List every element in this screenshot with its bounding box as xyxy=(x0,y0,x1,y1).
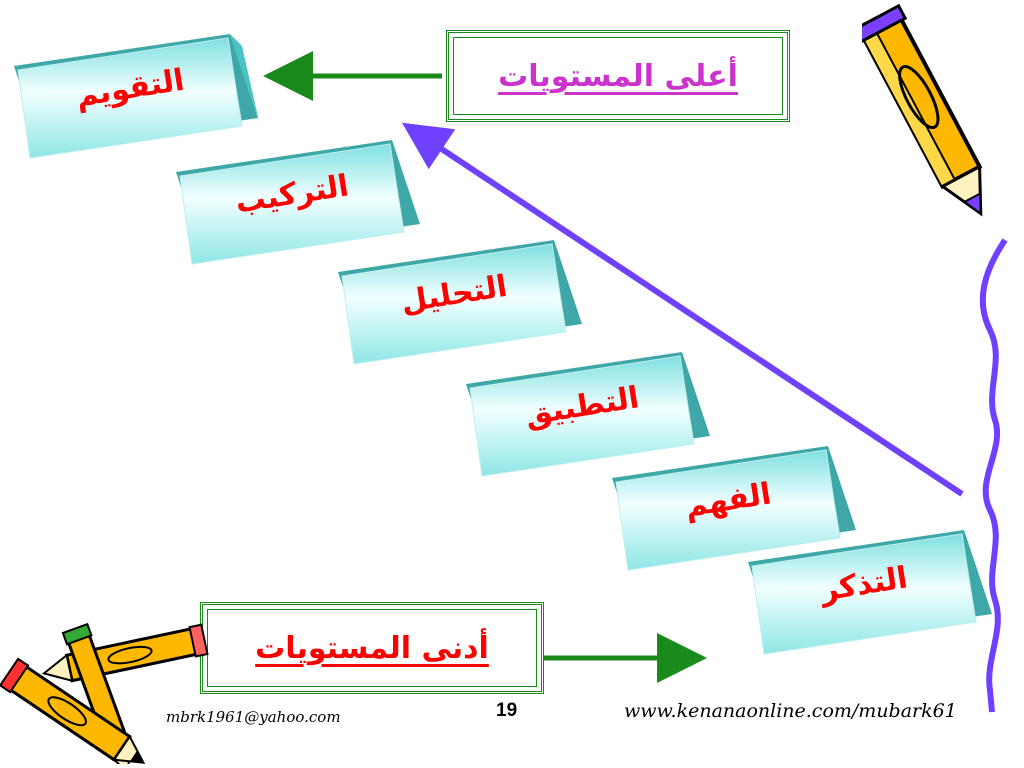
block-shape xyxy=(612,446,856,571)
wavy-line xyxy=(979,238,1008,713)
page-number: 19 xyxy=(496,700,518,721)
step-block-application: التطبيق xyxy=(466,352,714,477)
bottom-level-label: أدنى المستويات xyxy=(255,630,489,666)
step-block-comprehension: الفهم xyxy=(612,446,860,571)
block-shape xyxy=(466,352,710,477)
block-shape xyxy=(176,140,420,265)
block-shape xyxy=(338,240,582,365)
footer-website: www.kenanaonline.com/mubark61 xyxy=(624,700,957,722)
ascending-arrow xyxy=(401,122,964,497)
top-level-box-inner-border xyxy=(453,37,783,115)
block-shape xyxy=(748,530,992,655)
bottom-level-box-inner-border xyxy=(207,609,537,687)
step-block-remembering: التذكر xyxy=(748,530,996,655)
footer-email: mbrk1961@yahoo.com xyxy=(166,708,341,726)
pencils-cluster-icon xyxy=(0,622,209,764)
block-shape xyxy=(14,34,260,159)
top-level-box: أعلى المستويات xyxy=(446,30,790,122)
step-block-evaluation: التقويم xyxy=(14,34,262,159)
pencil-icon xyxy=(862,4,983,217)
step-block-synthesis: التركيب xyxy=(176,140,424,265)
step-block-analysis: التحليل xyxy=(338,240,586,365)
top-level-label: أعلى المستويات xyxy=(498,58,738,94)
bottom-level-box: أدنى المستويات xyxy=(200,602,544,694)
